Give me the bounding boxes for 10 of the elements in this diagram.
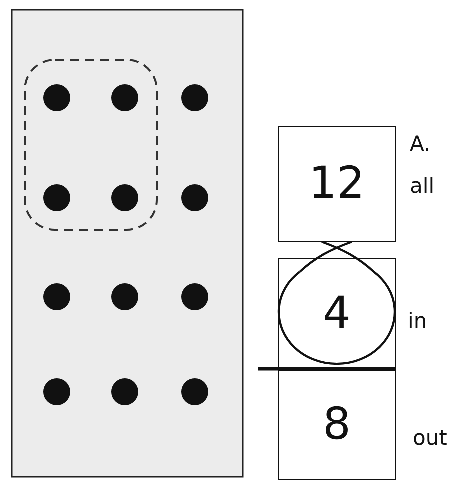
box-caption: out xyxy=(413,428,448,449)
panel-label: A. xyxy=(410,134,431,155)
box-caption: all xyxy=(410,176,435,197)
number-text: 12 xyxy=(308,162,366,206)
number-text: 4 xyxy=(322,292,352,336)
number-box xyxy=(278,126,396,242)
number-box xyxy=(278,258,396,370)
box-caption: in xyxy=(408,311,428,332)
number-text: 8 xyxy=(322,403,352,447)
number-box xyxy=(278,370,396,480)
